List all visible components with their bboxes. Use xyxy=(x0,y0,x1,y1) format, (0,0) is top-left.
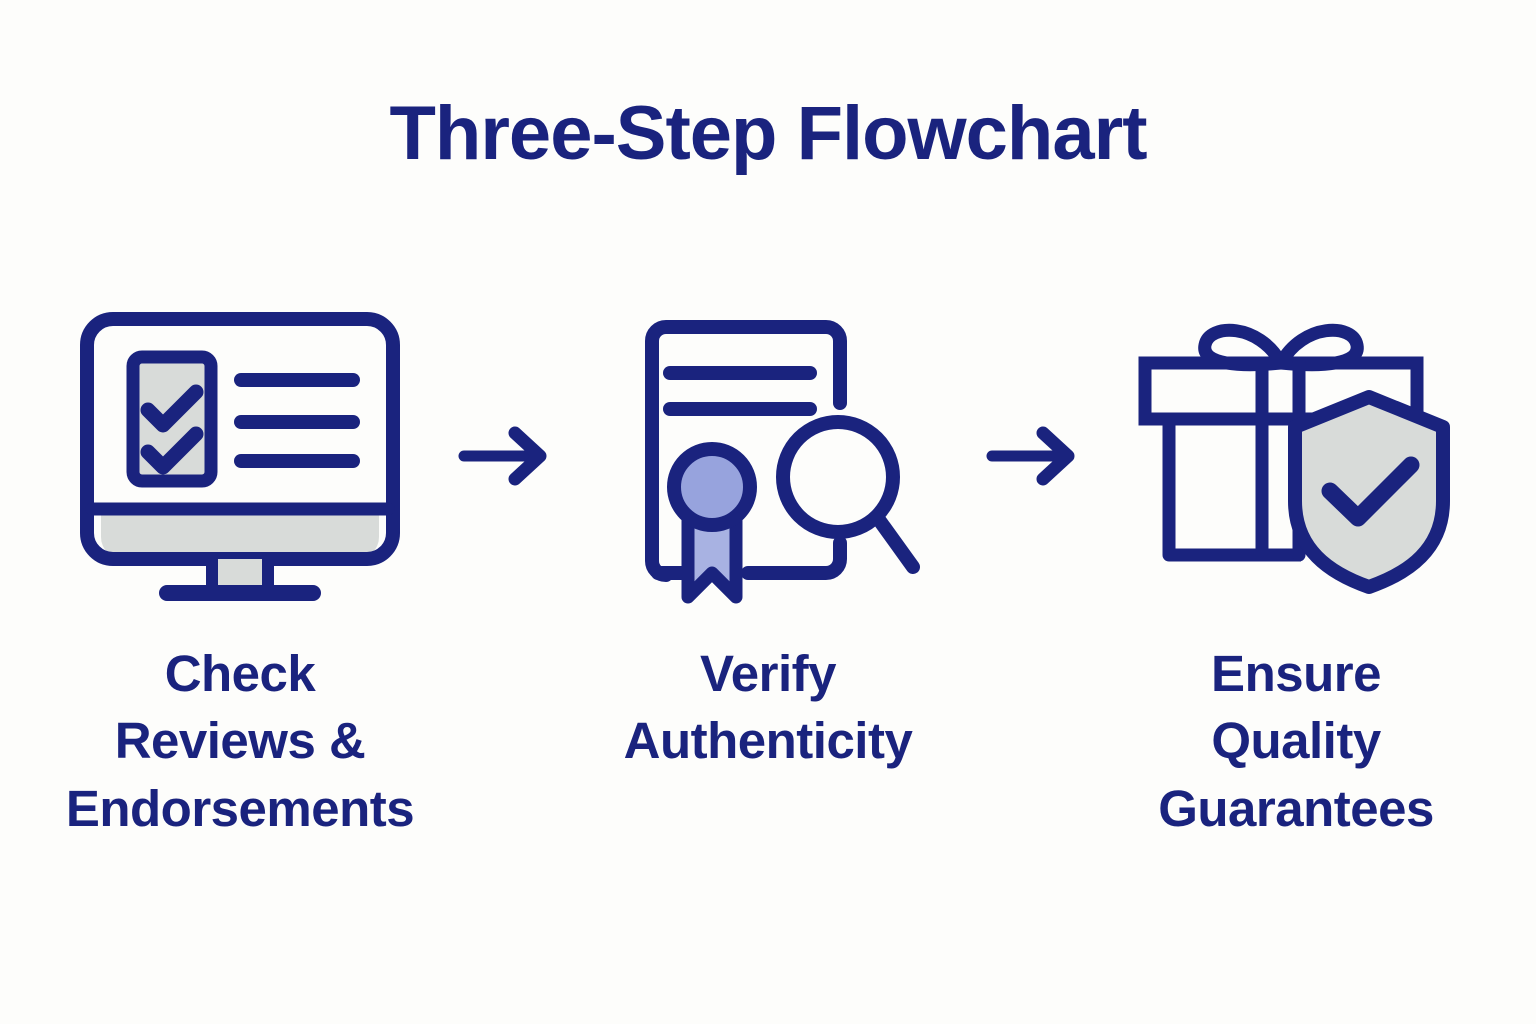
monitor-checklist-icon xyxy=(80,312,400,601)
connector-1-container xyxy=(439,290,569,620)
step-2-label-line-2: Authenticity xyxy=(623,712,913,770)
step-1-icon-container xyxy=(60,290,420,620)
step-2-icon-container xyxy=(588,290,948,620)
step-1-label-line-3: Endorsements xyxy=(65,779,415,837)
step-1-label: Check Reviews & Endorsements xyxy=(60,640,420,842)
step-3-label-line-3: Guarantees xyxy=(1158,779,1434,837)
flow-icons-row xyxy=(60,290,1476,620)
arrow-right-icon xyxy=(458,426,547,486)
step-2-label-line-1: Verify xyxy=(700,645,836,702)
step-2-label: Verify Authenticity xyxy=(588,640,948,775)
page-title: Three-Step Flowchart xyxy=(389,91,1148,176)
step-3-icon-container xyxy=(1116,290,1476,620)
certificate-magnifier-icon xyxy=(645,320,920,604)
step-1-label-line-1: Check xyxy=(164,645,316,702)
gift-shield-check-icon xyxy=(1138,323,1450,594)
connector-2-container xyxy=(967,290,1097,620)
arrow-right-icon xyxy=(986,426,1075,486)
flow-labels-row: Check Reviews & Endorsements Verify Auth… xyxy=(60,640,1476,842)
step-3-label-line-1: Ensure xyxy=(1211,645,1381,702)
step-1-label-line-2: Reviews & xyxy=(114,712,366,770)
step-3-label-line-2: Quality xyxy=(1211,712,1381,770)
step-3-label: Ensure Quality Guarantees xyxy=(1116,640,1476,842)
